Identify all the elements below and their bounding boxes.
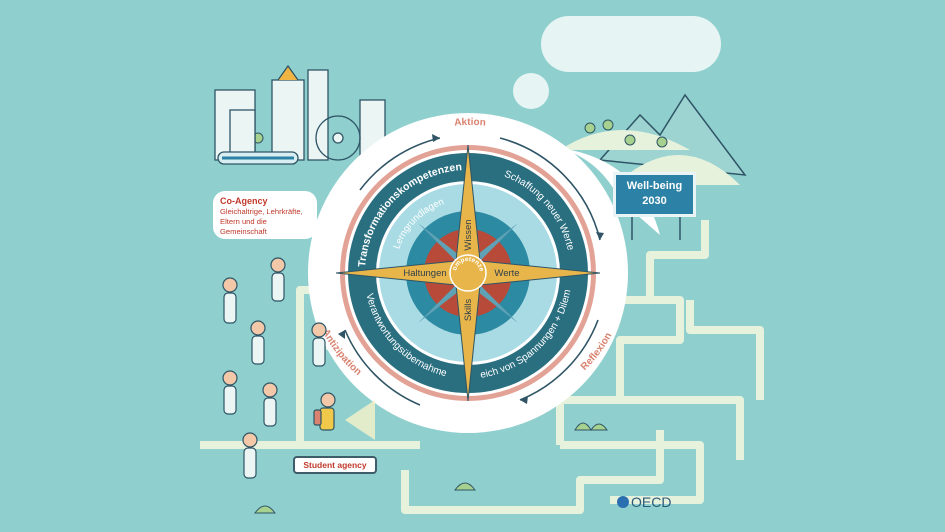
needle-label-bottom: Skills (463, 299, 474, 321)
student-agency-label: Student agency (293, 456, 377, 474)
oecd-wordmark: OECD (631, 494, 672, 510)
coagency-body: Gleichaltrige, Lehrkräfte, Eltern und di… (220, 207, 303, 236)
oecd-globe-icon (617, 496, 629, 508)
sun (513, 73, 549, 109)
torch-light (345, 400, 375, 440)
needle-label-left: Haltungen (403, 268, 446, 279)
bushes (254, 422, 608, 514)
needle-label-top: Wissen (463, 219, 474, 250)
cloud (541, 16, 721, 72)
needle-center (449, 254, 487, 292)
billboard-line2: 2030 (642, 195, 667, 207)
billboard-line1: Well-being (626, 180, 683, 192)
label-aktion: Aktion (454, 117, 486, 129)
arrow-ring (344, 137, 601, 406)
oecd-logo[interactable]: OECD (617, 494, 671, 510)
backdrop-wedge (560, 148, 660, 235)
billboard-posts (631, 217, 681, 240)
coagency-callout: Co-Agency Gleichaltrige, Lehrkräfte, Elt… (213, 191, 317, 239)
city-skyline (214, 64, 386, 165)
coagency-title: Co-Agency (220, 196, 268, 206)
arrow-heads (338, 134, 604, 404)
needle-label-right: Werte (494, 268, 519, 279)
wellbeing-billboard: Well-being 2030 (613, 172, 696, 217)
people (222, 257, 336, 479)
